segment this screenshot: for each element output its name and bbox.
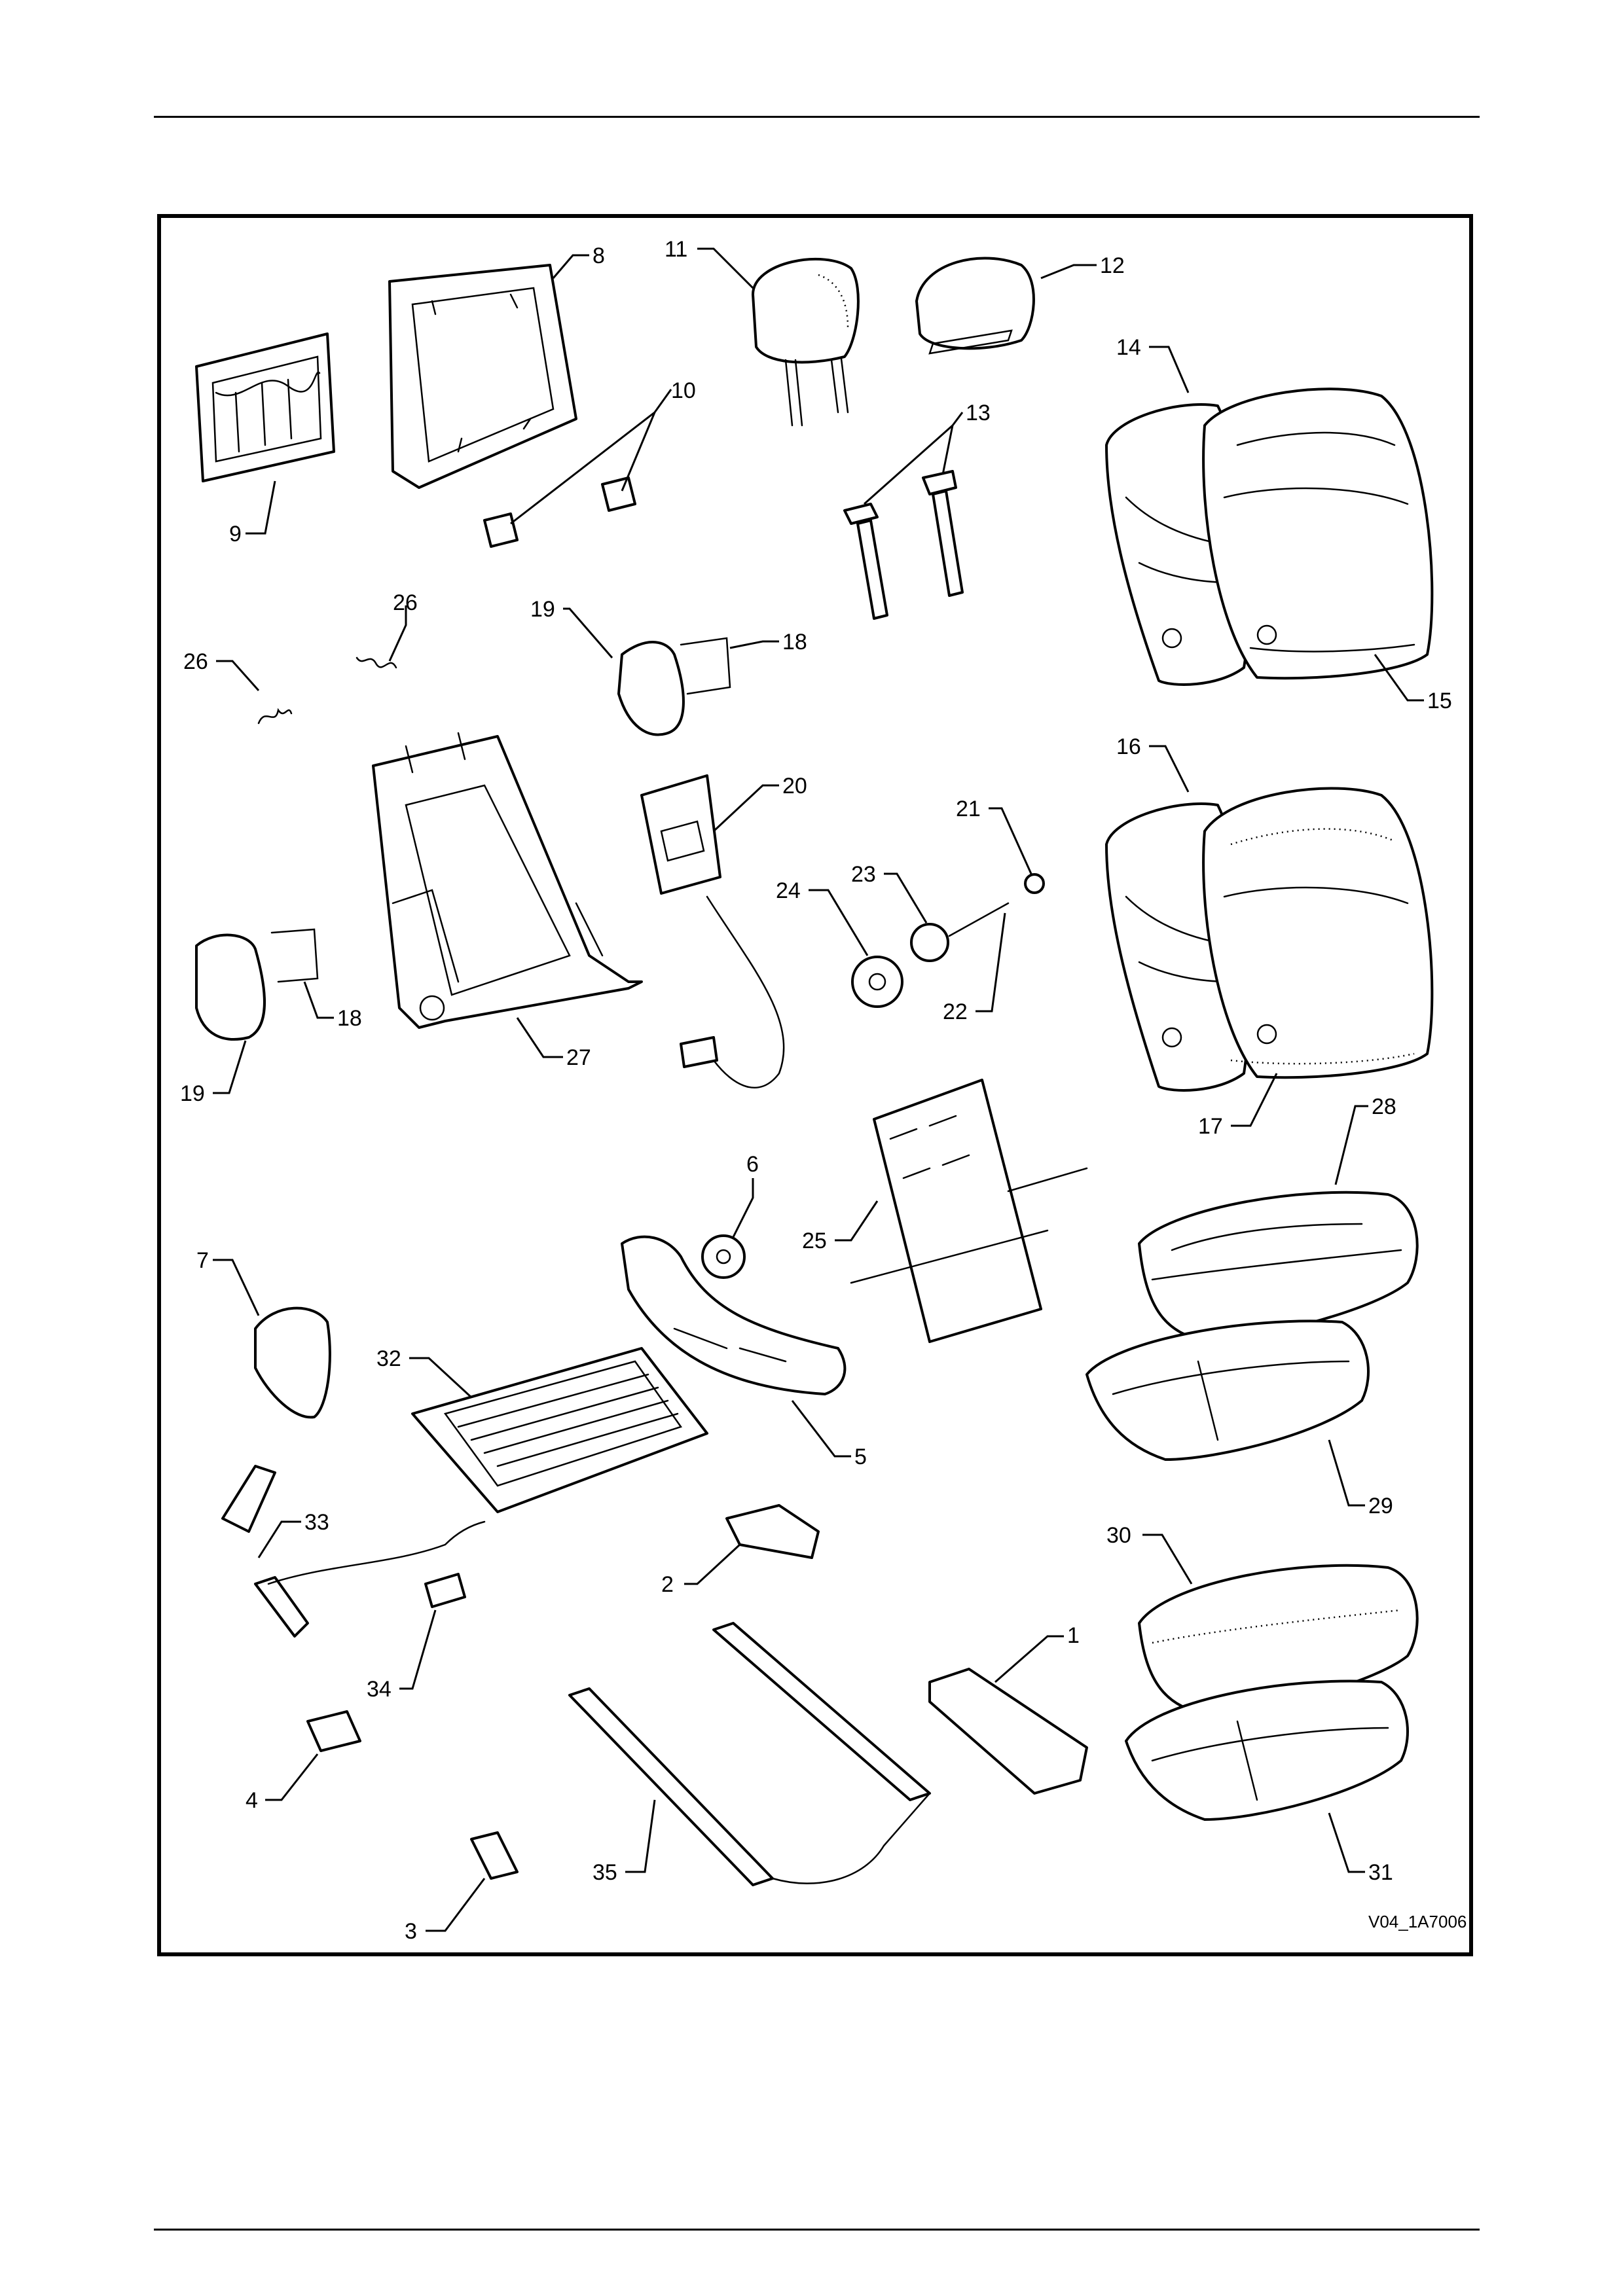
part-20-lumbar-motor	[642, 776, 784, 1088]
callout-21: 21	[956, 797, 981, 821]
callout-20: 20	[782, 774, 807, 798]
part-35-seat-slide-rails	[570, 1623, 930, 1885]
callout-7: 7	[196, 1248, 209, 1273]
callout-16: 16	[1116, 734, 1141, 759]
callout-3: 3	[405, 1919, 417, 1944]
callout-26-upper: 26	[393, 590, 418, 615]
part-19-trim-cover-upper	[619, 642, 684, 734]
callout-31: 31	[1368, 1860, 1393, 1885]
callout-18-lower: 18	[337, 1006, 362, 1031]
part-26-springs	[259, 658, 396, 723]
callout-2: 2	[661, 1572, 674, 1597]
part-21-adjuster-washer	[1025, 874, 1044, 893]
part-29-cushion-foam	[1087, 1321, 1368, 1460]
callout-33: 33	[304, 1510, 329, 1535]
part-3-clip-cover	[471, 1833, 517, 1878]
callout-34: 34	[367, 1677, 392, 1702]
part-27-backrest-frame-assembly	[373, 733, 642, 1028]
part-19-trim-cover-lower	[196, 935, 264, 1039]
part-1-slide-trim-cover	[930, 1669, 1087, 1793]
callout-18-upper: 18	[782, 630, 807, 655]
figure-code: V04_1A7006	[1368, 1912, 1467, 1931]
part-32-cushion-frame	[412, 1348, 707, 1512]
part-12-headrest	[917, 258, 1034, 353]
part-7-side-trim-cover	[255, 1308, 330, 1418]
callout-1: 1	[1067, 1623, 1080, 1648]
callout-29: 29	[1368, 1494, 1393, 1518]
part-6-recliner-knob	[702, 1236, 744, 1278]
callout-10: 10	[671, 378, 696, 403]
callout-30: 30	[1106, 1523, 1131, 1548]
part-24-adjuster-knob	[852, 957, 902, 1007]
callout-19-upper: 19	[530, 597, 555, 622]
part-2-cover	[727, 1505, 818, 1558]
callout-13: 13	[966, 401, 991, 425]
part-34-clip	[426, 1574, 465, 1607]
callout-24: 24	[776, 878, 801, 903]
callout-14: 14	[1116, 335, 1141, 360]
part-18-u-bracket-upper	[681, 638, 730, 694]
callout-25: 25	[802, 1229, 827, 1253]
part-23-adjuster-gear	[911, 924, 948, 961]
callout-19-lower: 19	[180, 1081, 205, 1106]
callout-22: 22	[943, 999, 968, 1024]
part-31-cushion-foam	[1126, 1681, 1408, 1820]
callout-35: 35	[593, 1860, 617, 1885]
part-15-backrest-cover	[1203, 389, 1432, 678]
callout-27: 27	[566, 1045, 591, 1070]
part-4-bracket	[308, 1712, 360, 1751]
callout-6: 6	[746, 1152, 759, 1177]
part-9-backrest-rear-panel	[196, 334, 334, 481]
part-25-seat-mounting-plate	[851, 1080, 1087, 1342]
callout-9: 9	[229, 522, 242, 547]
callout-8: 8	[593, 243, 605, 268]
callout-26-lower: 26	[183, 649, 208, 674]
part-17-backrest-cover	[1203, 788, 1432, 1077]
callout-4: 4	[246, 1788, 258, 1813]
part-13-headrest-guides	[845, 471, 962, 619]
part-11-headrest	[753, 259, 858, 425]
part-8-backrest-frame	[390, 265, 576, 488]
callout-23: 23	[851, 862, 876, 887]
callout-5: 5	[854, 1444, 867, 1469]
callout-12: 12	[1100, 253, 1125, 278]
part-10-clips	[484, 478, 635, 547]
part-22-adjuster-shaft	[949, 903, 1008, 936]
callout-32: 32	[376, 1346, 401, 1371]
callout-28: 28	[1372, 1094, 1396, 1119]
callout-15: 15	[1427, 689, 1452, 713]
callout-17: 17	[1198, 1114, 1223, 1139]
part-28-cushion-cover	[1139, 1193, 1417, 1342]
callout-11: 11	[665, 237, 687, 262]
part-18-u-bracket-lower	[272, 929, 318, 982]
